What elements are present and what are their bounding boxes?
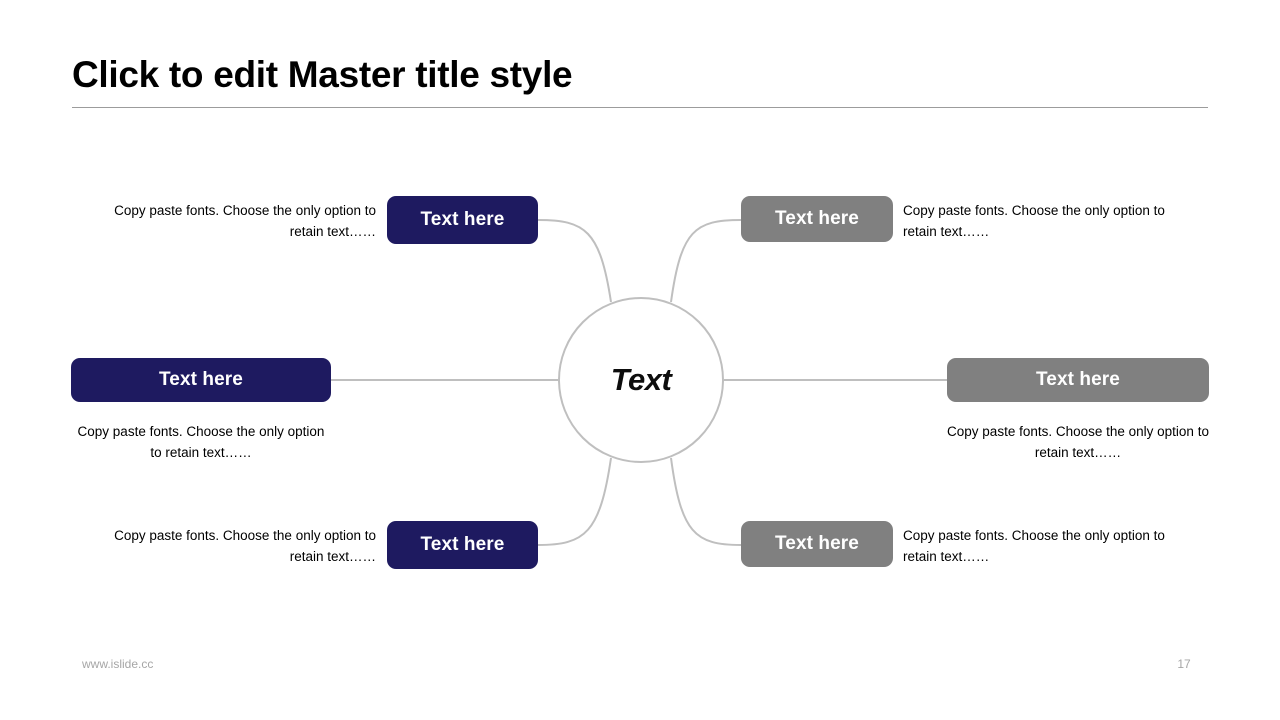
center-hub-label: Text bbox=[610, 362, 672, 397]
connector-top-right bbox=[670, 219, 742, 303]
node-description-bottom-right[interactable]: Copy paste fonts. Choose the only option… bbox=[903, 528, 1165, 564]
page-number: 17 bbox=[1177, 657, 1191, 671]
node-description-top-left[interactable]: Copy paste fonts. Choose the only option… bbox=[114, 203, 376, 239]
node-description-middle-right[interactable]: Copy paste fonts. Choose the only option… bbox=[947, 424, 1209, 460]
footer-url[interactable]: www.islide.cc bbox=[82, 657, 154, 671]
node-description-top-right[interactable]: Copy paste fonts. Choose the only option… bbox=[903, 203, 1165, 239]
connector-bottom-left bbox=[537, 457, 612, 546]
node-description-middle-left[interactable]: Copy paste fonts. Choose the only option… bbox=[77, 424, 325, 460]
connector-top-left bbox=[537, 219, 612, 303]
node-button-middle-left[interactable]: Text here bbox=[71, 358, 331, 402]
center-hub[interactable]: Text bbox=[558, 297, 724, 463]
page-title[interactable]: Click to edit Master title style bbox=[72, 54, 573, 95]
node-button-bottom-right[interactable]: Text here bbox=[741, 521, 893, 567]
node-button-bottom-right-label: Text here bbox=[775, 533, 859, 554]
title-divider bbox=[72, 107, 1208, 108]
node-button-top-right[interactable]: Text here bbox=[741, 196, 893, 242]
node-button-middle-right-label: Text here bbox=[1036, 369, 1120, 390]
node-button-bottom-left-label: Text here bbox=[420, 534, 505, 555]
node-button-top-right-label: Text here bbox=[775, 208, 859, 229]
node-button-top-left[interactable]: Text here bbox=[387, 196, 538, 244]
node-button-bottom-left[interactable]: Text here bbox=[387, 521, 538, 569]
connector-bottom-right bbox=[670, 457, 742, 546]
node-button-middle-left-label: Text here bbox=[159, 369, 243, 390]
node-button-middle-right[interactable]: Text here bbox=[947, 358, 1209, 402]
node-button-top-left-label: Text here bbox=[420, 209, 505, 230]
node-description-bottom-left[interactable]: Copy paste fonts. Choose the only option… bbox=[114, 528, 376, 564]
